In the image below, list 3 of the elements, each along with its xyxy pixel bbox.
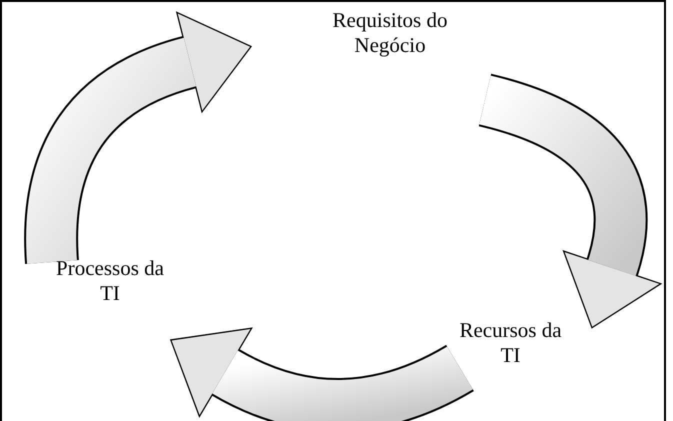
cycle-label: Recursos da TI [458,318,563,368]
cycle-label: Requisitos do Negócio [320,8,460,58]
cycle-label: Processos da TI [55,256,165,306]
